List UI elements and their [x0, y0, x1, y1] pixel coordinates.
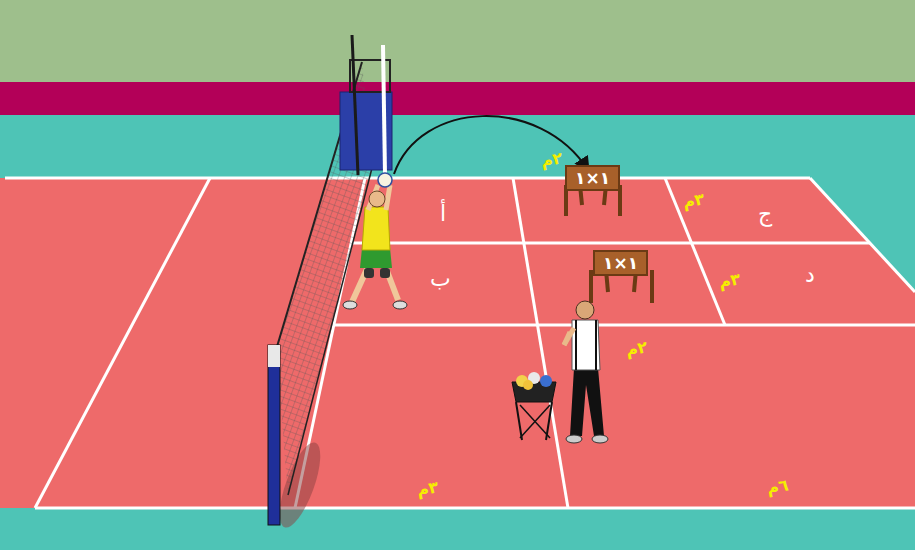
player [343, 173, 407, 309]
ball [378, 173, 392, 187]
table-size: ١×١ [603, 253, 638, 273]
dimension-label: ٣م [718, 270, 742, 291]
table-legs [566, 185, 652, 303]
zone-letter: ج [758, 202, 772, 226]
court [0, 178, 915, 508]
court-lines [5, 178, 915, 508]
dimension-label: ٣م [416, 478, 440, 499]
zone-letter: أ [440, 202, 446, 226]
antenna [352, 35, 358, 175]
zone-letter: د [805, 263, 815, 287]
dimension-label: ٢م [625, 338, 649, 359]
table-size: ١×١ [575, 168, 610, 188]
floor [0, 115, 915, 550]
coach [564, 301, 608, 443]
wall-band [0, 82, 915, 115]
ball-cart [512, 372, 556, 440]
table-top: ١×١ [565, 165, 620, 191]
dimension-label: ٣م [682, 190, 706, 211]
net-post [383, 45, 385, 175]
net-post [268, 345, 280, 525]
table-top: ١×١ [593, 250, 648, 276]
zone-letter: ب [430, 267, 451, 291]
ball-path [394, 116, 588, 174]
wall [0, 0, 915, 82]
dimension-label: ٦م [766, 476, 790, 497]
dimension-label: ٢م [540, 149, 564, 170]
